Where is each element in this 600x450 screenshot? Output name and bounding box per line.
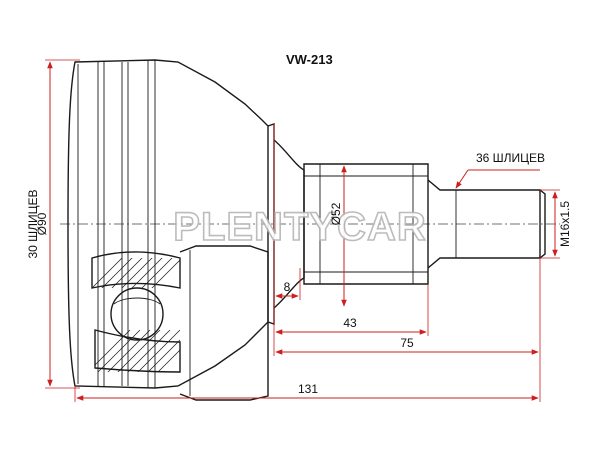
cage-lower <box>94 329 181 373</box>
label-dim-43: 43 <box>343 316 357 330</box>
inner-hub <box>179 245 269 401</box>
thread-section <box>427 179 541 269</box>
label-outer-diameter: Ø90 <box>35 212 49 235</box>
dimensions <box>45 59 560 402</box>
label-dim-131: 131 <box>298 382 318 396</box>
label-right-splines: 36 ШЛИЦЕВ <box>476 151 545 165</box>
watermark-text: PLENTYCAR <box>173 205 426 249</box>
label-left-splines: 30 ШЛИЦЕВ <box>26 189 40 258</box>
cage-upper <box>91 251 181 289</box>
leader-36 <box>455 169 469 189</box>
label-thread: M16x1.5 <box>558 201 572 247</box>
ball-highlight <box>113 297 161 305</box>
part-number-title: VW-213 <box>286 52 333 67</box>
label-shaft-diameter: Ø52 <box>329 202 343 225</box>
thread-chamfer <box>539 189 546 259</box>
label-dim-75: 75 <box>400 336 414 350</box>
bell-housing <box>67 59 269 389</box>
label-dim-8: 8 <box>284 280 291 294</box>
ball <box>110 287 164 341</box>
spline-root-lines <box>304 175 428 273</box>
